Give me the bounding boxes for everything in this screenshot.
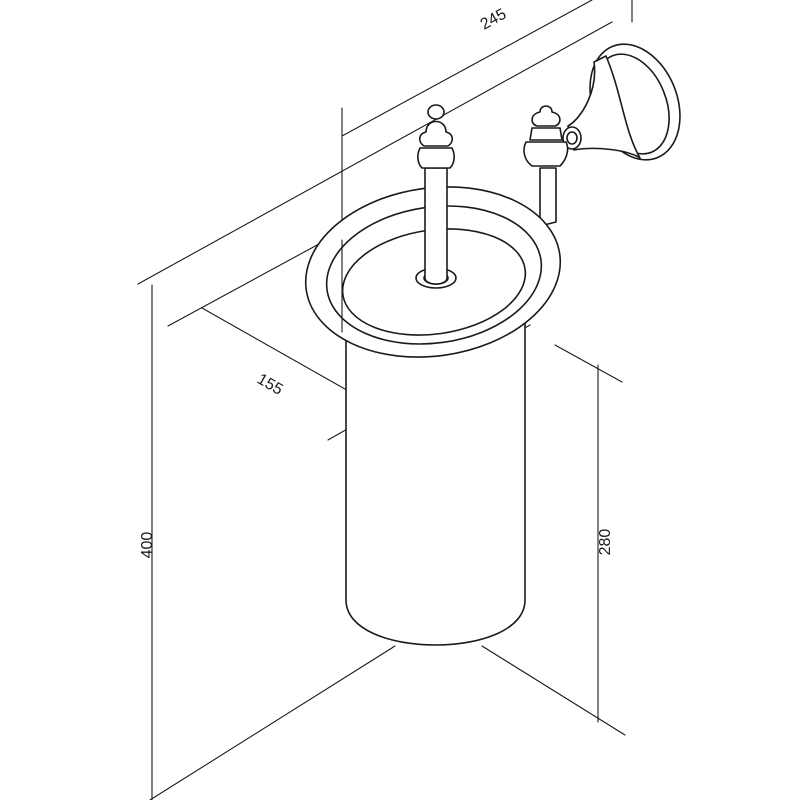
dimension-label-155: 155 [254,371,286,399]
dimension-label-245: 245 [478,6,510,34]
wall-line-bottom [149,645,396,800]
extension-line-280-top [554,344,623,383]
bracket-finial-collar [529,127,563,141]
bracket-ring-inner [566,131,578,145]
handle-shaft [424,167,448,285]
handle-finial-collar [417,147,455,169]
dimension-label-280: 280 [597,529,614,556]
toilet-brush-handle [415,104,457,289]
bracket-post [539,167,557,227]
wall-plane-lines [137,21,613,800]
wall-line-upper [137,21,613,285]
dimension-400: 400 [139,284,156,800]
bracket-flare [567,55,641,159]
handle-finial-knob [418,120,454,147]
dimension-label-400: 400 [139,532,156,559]
wall-mount-bracket [523,43,681,227]
bracket-finial-top [531,105,561,127]
bracket-finial-base [523,141,569,167]
wall-line-lower [167,237,331,327]
handle-finial-tip [427,104,445,120]
cup-body [345,299,526,646]
dimension-line-245 [341,0,593,137]
dimension-280: 280 [481,344,626,736]
extension-line-280-bottom [481,645,626,736]
